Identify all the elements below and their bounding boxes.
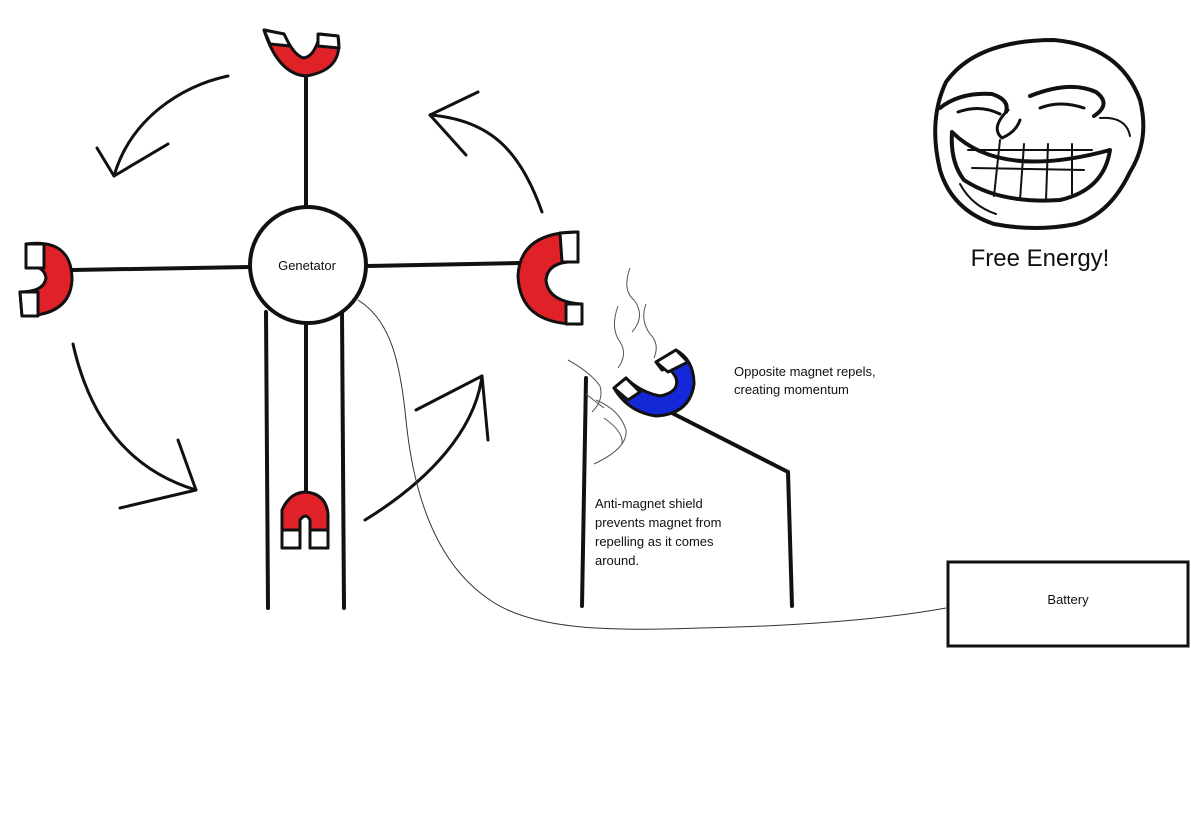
magnet-right [518, 232, 582, 324]
battery-label: Battery [948, 592, 1188, 607]
arrow-bottom-left [73, 344, 196, 508]
vibration-lines [568, 268, 656, 464]
shield-annotation: Anti-magnet shield prevents magnet from … [595, 494, 765, 570]
arrow-top-right [430, 92, 542, 212]
free-energy-caption: Free Energy! [960, 245, 1120, 273]
troll-face-icon [935, 40, 1143, 228]
wire [358, 300, 946, 629]
anti-magnet-shield [582, 378, 792, 606]
generator-label: Genetator [250, 258, 364, 273]
blue-magnet [614, 350, 694, 416]
magnet-left [20, 243, 72, 316]
arrow-bottom-right [365, 376, 488, 520]
spoke-right [366, 263, 520, 266]
spoke-left [72, 267, 250, 270]
magnet-top [264, 30, 339, 76]
opposite-magnet-annotation: Opposite magnet repels, creating momentu… [734, 363, 934, 399]
arrow-top-left [97, 76, 228, 176]
magnet-bottom [282, 492, 328, 548]
